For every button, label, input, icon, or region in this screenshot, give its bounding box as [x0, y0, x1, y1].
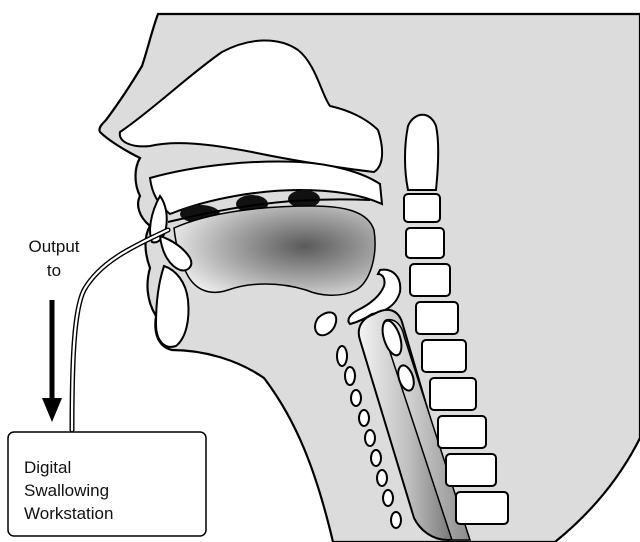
spine-dens — [405, 115, 438, 190]
output-arrow-head — [42, 398, 62, 422]
oral-cavity — [174, 206, 375, 295]
workstation-label-line2: Swallowing — [24, 481, 109, 500]
output-label-to: to — [47, 261, 61, 280]
workstation-label-line1: Digital — [24, 458, 71, 477]
output-label: Output — [28, 237, 79, 256]
workstation-label-line3: Workstation — [24, 504, 113, 523]
